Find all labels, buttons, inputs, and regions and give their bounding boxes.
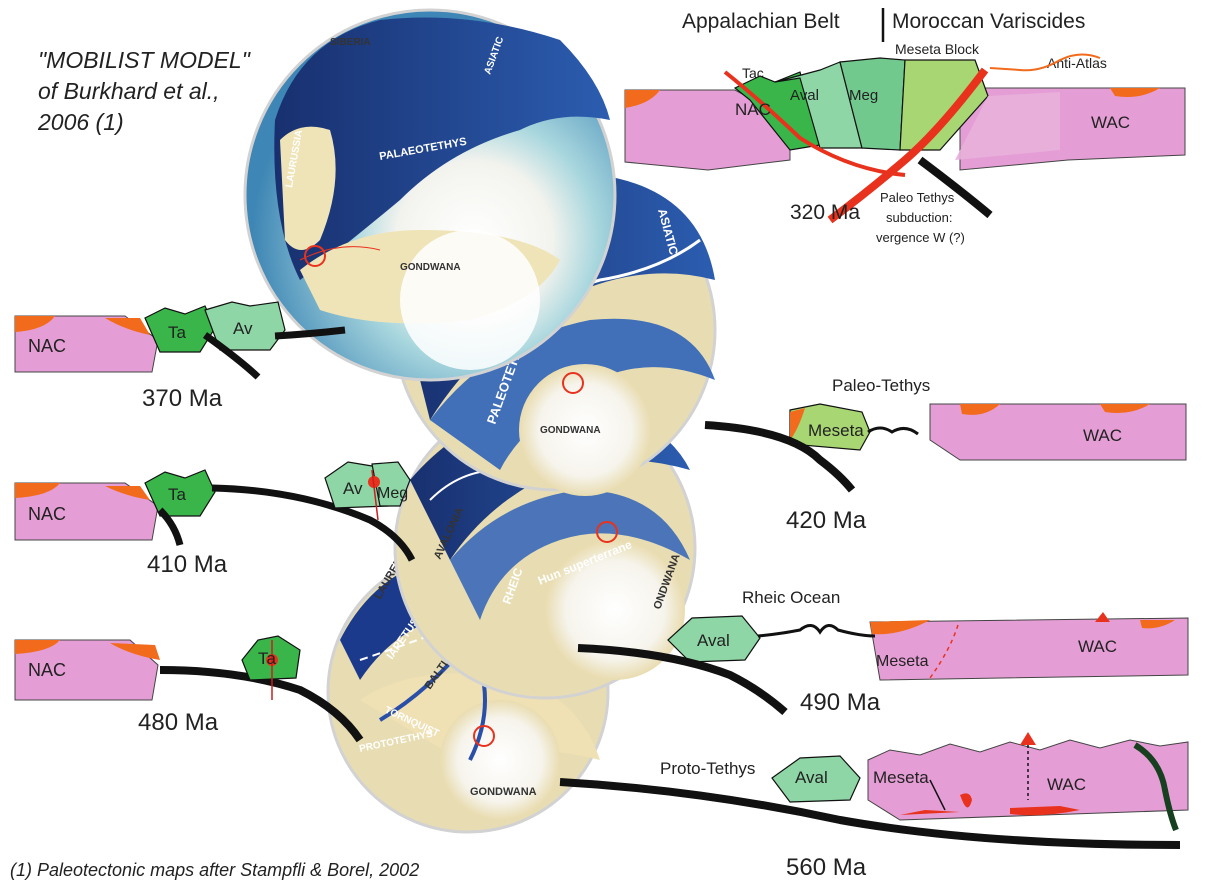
globe-label-siberia: SIBERIA xyxy=(330,37,371,48)
label-nac-410: NAC xyxy=(28,504,66,524)
ocean-label-420: Paleo-Tethys xyxy=(832,376,930,395)
label-nac-370: NAC xyxy=(28,336,66,356)
age-420: 420 Ma xyxy=(786,507,867,534)
footnote: (1) Paleotectonic maps after Stampfli & … xyxy=(10,860,419,880)
title-line-3: 2006 (1) xyxy=(37,109,124,135)
title-line-1: "MOBILIST MODEL" xyxy=(38,47,252,73)
ocean-label-490: Rheic Ocean xyxy=(742,588,840,607)
label-ta-480: Ta xyxy=(258,649,277,668)
label-meg-410: Meg xyxy=(377,485,408,502)
label-aval-320: Aval xyxy=(790,87,819,104)
age-490: 490 Ma xyxy=(800,689,881,716)
ocean-label-560: Proto-Tethys xyxy=(660,759,755,778)
age-560: 560 Ma xyxy=(786,854,867,881)
section-320: Appalachian Belt Moroccan Variscides Mes… xyxy=(625,8,1185,245)
age-320: 320 Ma xyxy=(790,201,860,224)
label-meg-320: Meg xyxy=(849,87,878,104)
label-ta-370: Ta xyxy=(168,323,187,342)
subduction-line-1: Paleo Tethys xyxy=(880,190,955,205)
globe-label-gondwana-480: GONDWANA xyxy=(470,786,537,798)
label-wac-320: WAC xyxy=(1091,113,1130,132)
section-560: Proto-Tethys Aval Meseta WAC 560 Ma xyxy=(560,732,1188,881)
label-meseta-block: Meseta Block xyxy=(895,41,980,57)
label-nac-320: NAC xyxy=(735,100,771,119)
label-ta-410: Ta xyxy=(168,485,187,504)
title-line-2: of Burkhard et al., xyxy=(38,78,220,104)
label-meseta-560: Meseta xyxy=(873,768,929,787)
age-480: 480 Ma xyxy=(138,709,219,736)
label-wac-420: WAC xyxy=(1083,426,1122,445)
label-appalachian: Appalachian Belt xyxy=(682,10,840,33)
label-moroccan: Moroccan Variscides xyxy=(892,10,1085,33)
section-420: Paleo-Tethys Meseta WAC 420 Ma xyxy=(705,376,1186,534)
label-av-370: Av xyxy=(233,319,253,338)
label-aval-560: Aval xyxy=(795,768,828,787)
age-410: 410 Ma xyxy=(147,551,228,578)
label-aval-490: Aval xyxy=(697,631,730,650)
label-meseta-490: Meseta xyxy=(876,653,929,670)
label-meseta-420: Meseta xyxy=(808,421,864,440)
label-nac-480: NAC xyxy=(28,660,66,680)
subduction-line-3: vergence W (?) xyxy=(876,230,965,245)
age-370: 370 Ma xyxy=(142,385,223,412)
subduction-line-2: subduction: xyxy=(886,210,953,225)
label-wac-560: WAC xyxy=(1047,775,1086,794)
section-480: NAC Ta 480 Ma xyxy=(15,636,360,740)
section-410: NAC Ta Av Meg 410 Ma xyxy=(15,462,412,578)
globe-label-gondwana-370: GONDWANA xyxy=(400,262,461,273)
globe-370: SIBERIA LAURUSSIA PALAEOTETHYS ASIATIC G… xyxy=(245,10,615,380)
label-wac-490: WAC xyxy=(1078,637,1117,656)
globe-label-gondwana-420: GONDWANA xyxy=(540,425,601,436)
label-av-410: Av xyxy=(343,479,363,498)
